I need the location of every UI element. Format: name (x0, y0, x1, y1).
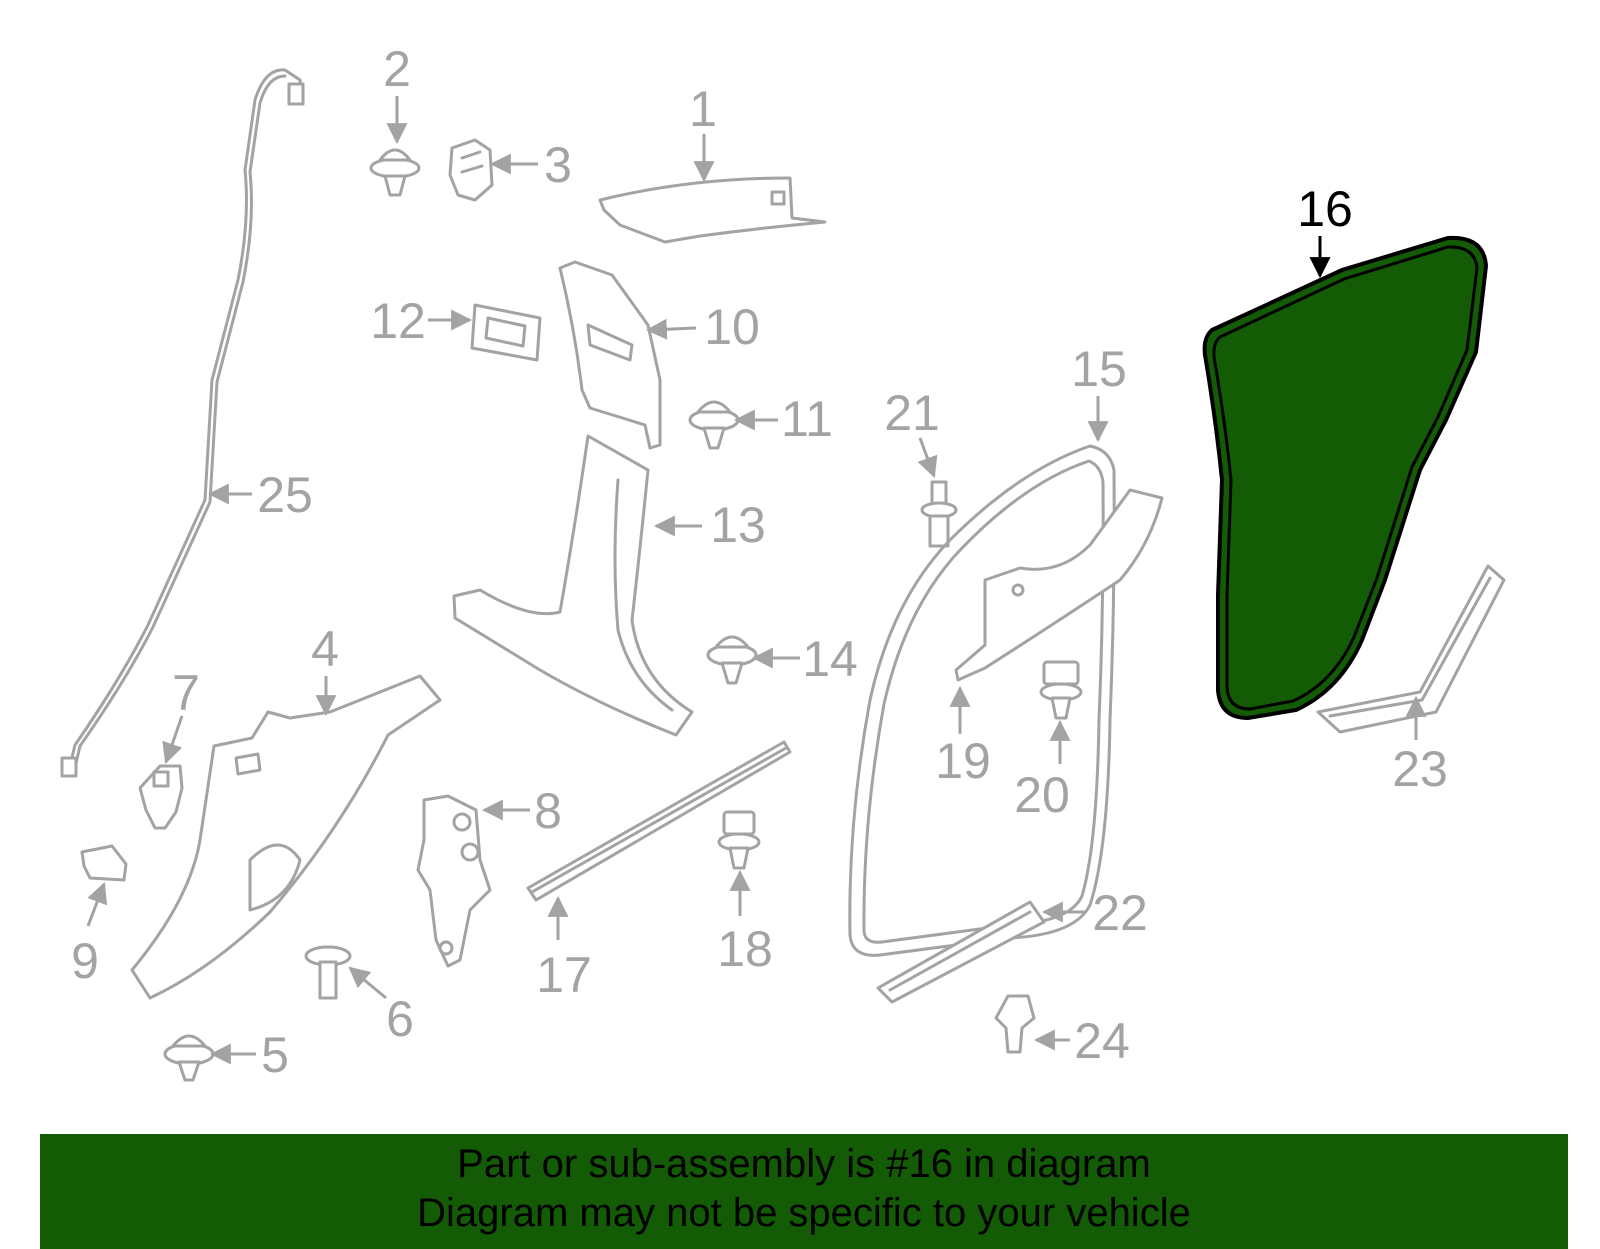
label-15[interactable]: 15 (1071, 341, 1127, 397)
part-24-clip[interactable] (994, 994, 1036, 1054)
parts-diagram: 1 2 3 4 5 6 7 8 9 10 11 12 13 14 15 16 1 (60, 41, 1506, 1083)
part-11-clip[interactable] (688, 400, 740, 450)
label-12[interactable]: 12 (370, 293, 426, 349)
label-13[interactable]: 13 (710, 497, 766, 553)
part-14-clip[interactable] (706, 635, 758, 685)
label-5[interactable]: 5 (261, 1027, 289, 1083)
part-19-sill-strip[interactable] (954, 488, 1164, 682)
label-2[interactable]: 2 (383, 41, 411, 97)
part-3-clip[interactable] (448, 138, 494, 202)
label-7[interactable]: 7 (172, 665, 200, 721)
part-17-sill-strip[interactable] (526, 740, 792, 902)
banner-line-2: Diagram may not be specific to your vehi… (417, 1191, 1191, 1235)
part-5-clip[interactable] (163, 1034, 215, 1082)
part-21-bolt[interactable] (920, 480, 958, 548)
label-11[interactable]: 11 (781, 391, 833, 447)
part-4-quarter-trim[interactable] (130, 674, 442, 1000)
part-7-clip[interactable] (138, 764, 184, 830)
label-17[interactable]: 17 (536, 947, 592, 1003)
leader-7 (162, 715, 184, 764)
info-banner: Part or sub-assembly is #16 in diagram D… (40, 1134, 1568, 1249)
part-10-pillar-upper[interactable] (558, 260, 662, 450)
part-18-clip[interactable] (717, 810, 761, 870)
leader-6 (348, 966, 387, 1000)
leader-10 (645, 318, 697, 340)
label-24[interactable]: 24 (1074, 1013, 1130, 1069)
leader-21 (917, 437, 938, 478)
part-2-clip[interactable] (369, 148, 421, 197)
label-19[interactable]: 19 (935, 733, 991, 789)
label-23[interactable]: 23 (1392, 741, 1448, 797)
part-1-upper-trim[interactable] (598, 176, 827, 244)
part-15-door-seal[interactable] (848, 444, 1116, 957)
label-6[interactable]: 6 (386, 991, 414, 1047)
label-25[interactable]: 25 (257, 467, 313, 523)
label-21[interactable]: 21 (884, 385, 940, 441)
label-20[interactable]: 20 (1014, 767, 1070, 823)
part-9-bracket[interactable] (80, 844, 128, 882)
part-12-switch[interactable] (470, 303, 542, 362)
part-25-wiring-harness[interactable] (60, 68, 305, 778)
label-18[interactable]: 18 (717, 921, 773, 977)
label-14[interactable]: 14 (802, 631, 858, 687)
labels: 1 2 3 4 5 6 7 8 9 10 11 12 13 14 15 16 1 (71, 41, 1448, 1083)
banner-line-1: Part or sub-assembly is #16 in diagram (457, 1142, 1151, 1186)
part-16-highlighted-panel[interactable] (1202, 235, 1489, 721)
part-20-clip[interactable] (1039, 660, 1083, 720)
part-8-bracket[interactable] (416, 794, 492, 968)
label-1[interactable]: 1 (689, 81, 717, 137)
label-22[interactable]: 22 (1092, 885, 1148, 941)
label-16[interactable]: 16 (1297, 181, 1353, 237)
part-6-screw[interactable] (304, 945, 352, 1000)
label-10[interactable]: 10 (704, 299, 760, 355)
leader-9 (86, 882, 108, 927)
label-3[interactable]: 3 (544, 137, 572, 193)
label-4[interactable]: 4 (311, 621, 339, 677)
label-9[interactable]: 9 (71, 933, 99, 989)
part-13-pillar-lower[interactable] (452, 434, 694, 737)
label-8[interactable]: 8 (534, 783, 562, 839)
